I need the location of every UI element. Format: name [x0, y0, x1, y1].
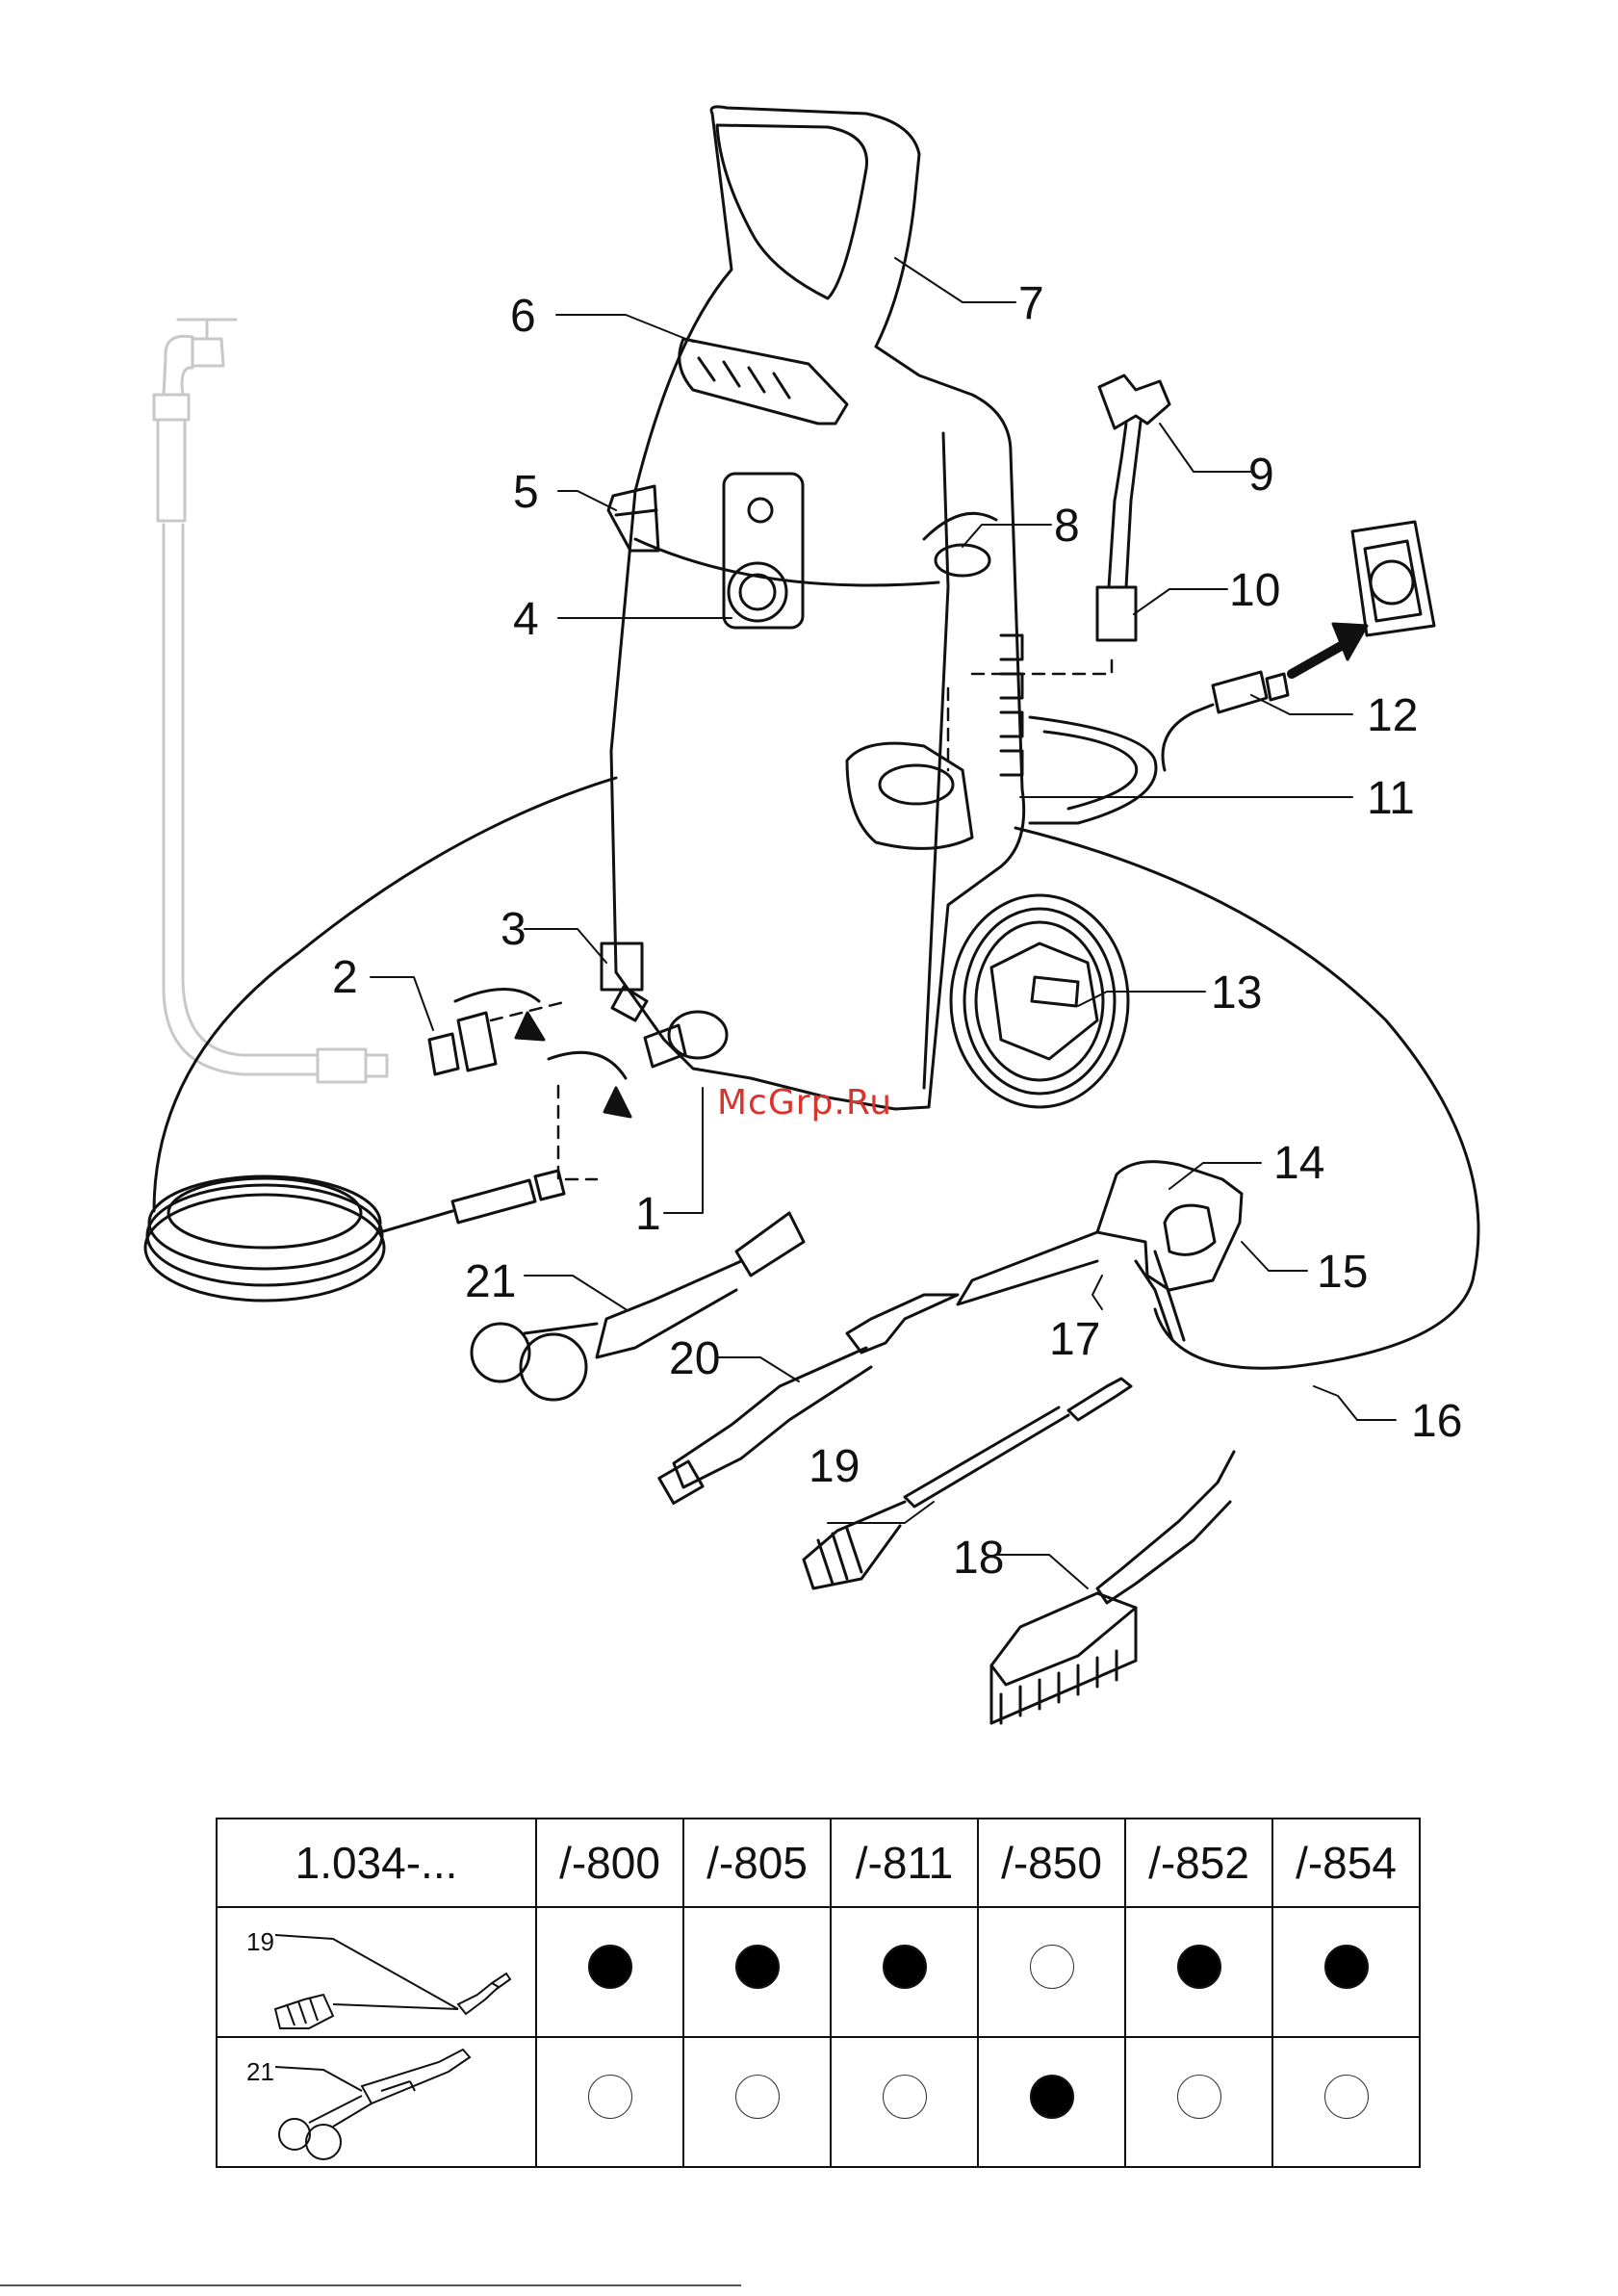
- availability-cell: [683, 2037, 831, 2167]
- callout-14: 14: [1273, 1141, 1324, 1187]
- washer-body: [611, 107, 1024, 1109]
- availability-cell: [1272, 1907, 1420, 2037]
- watermark: McGrp.Ru: [717, 1083, 892, 1122]
- callout-4: 4: [513, 597, 539, 643]
- hose-coil: [145, 778, 616, 1301]
- variant-table: 1.034-... /-800 /-805 /-811 /-850 /-852 …: [216, 1818, 1421, 2168]
- availability-cell: [978, 2037, 1125, 2167]
- availability-dot: [1177, 2075, 1221, 2119]
- callout-6: 6: [510, 294, 536, 340]
- callout-7: 7: [1018, 281, 1044, 327]
- callout-5: 5: [513, 470, 539, 516]
- lance-21: [472, 1213, 804, 1400]
- availability-dot: [883, 1945, 927, 1989]
- variant-header: /-852: [1125, 1819, 1272, 1907]
- model-prefix-cell: 1.034-...: [217, 1819, 536, 1907]
- callout-8: 8: [1054, 503, 1080, 550]
- callout-12: 12: [1367, 693, 1418, 739]
- availability-cell: [536, 2037, 683, 2167]
- availability-cell: [683, 1907, 831, 2037]
- availability-dot: [735, 1945, 780, 1989]
- availability-dot: [1030, 2075, 1074, 2119]
- availability-cell: [978, 1907, 1125, 2037]
- variant-header: /-850: [978, 1819, 1125, 1907]
- part-21-thumbnail: 21: [218, 2038, 535, 2166]
- wheel: [951, 895, 1128, 1107]
- availability-dot: [1030, 1945, 1074, 1989]
- availability-cell: [1125, 2037, 1272, 2167]
- table-header-row: 1.034-... /-800 /-805 /-811 /-850 /-852 …: [217, 1819, 1420, 1907]
- part-thumbnail-cell: 19: [217, 1907, 536, 2037]
- callout-11: 11: [1367, 776, 1415, 822]
- availability-dot: [588, 2075, 632, 2119]
- callout-21: 21: [465, 1259, 516, 1305]
- callout-19: 19: [809, 1444, 860, 1490]
- callout-2: 2: [332, 955, 358, 1001]
- availability-cell: [536, 1907, 683, 2037]
- wash-brush: [991, 1452, 1234, 1723]
- table-row: 19: [217, 1907, 1420, 2037]
- callout-17: 17: [1049, 1317, 1100, 1363]
- callout-15: 15: [1317, 1250, 1368, 1296]
- part-19-thumbnail: 19: [218, 1908, 535, 2036]
- availability-dot: [1324, 1945, 1369, 1989]
- variant-header: /-811: [831, 1819, 978, 1907]
- availability-dot: [735, 2075, 780, 2119]
- availability-dot: [588, 1945, 632, 1989]
- variant-header: /-805: [683, 1819, 831, 1907]
- part-thumbnail-cell: 21: [217, 2037, 536, 2167]
- table-row: 21: [217, 2037, 1420, 2167]
- callout-20: 20: [669, 1336, 720, 1382]
- grip: [680, 339, 847, 424]
- callout-16: 16: [1411, 1399, 1462, 1445]
- availability-dot: [883, 2075, 927, 2119]
- callout-3: 3: [501, 907, 526, 953]
- availability-cell: [1125, 1907, 1272, 2037]
- availability-cell: [831, 1907, 978, 2037]
- callout-1: 1: [635, 1192, 661, 1238]
- availability-cell: [1272, 2037, 1420, 2167]
- availability-dot: [1177, 1945, 1221, 1989]
- variant-header: /-854: [1272, 1819, 1420, 1907]
- callout-13: 13: [1211, 970, 1262, 1017]
- part-label: 19: [246, 1927, 274, 1957]
- callout-9: 9: [1248, 452, 1274, 499]
- availability-dot: [1324, 2075, 1369, 2119]
- callout-10: 10: [1229, 568, 1280, 614]
- callout-18: 18: [953, 1535, 1004, 1582]
- variant-header: /-800: [536, 1819, 683, 1907]
- part-label: 21: [246, 2057, 274, 2087]
- availability-cell: [831, 2037, 978, 2167]
- footer-rule: [0, 2284, 741, 2286]
